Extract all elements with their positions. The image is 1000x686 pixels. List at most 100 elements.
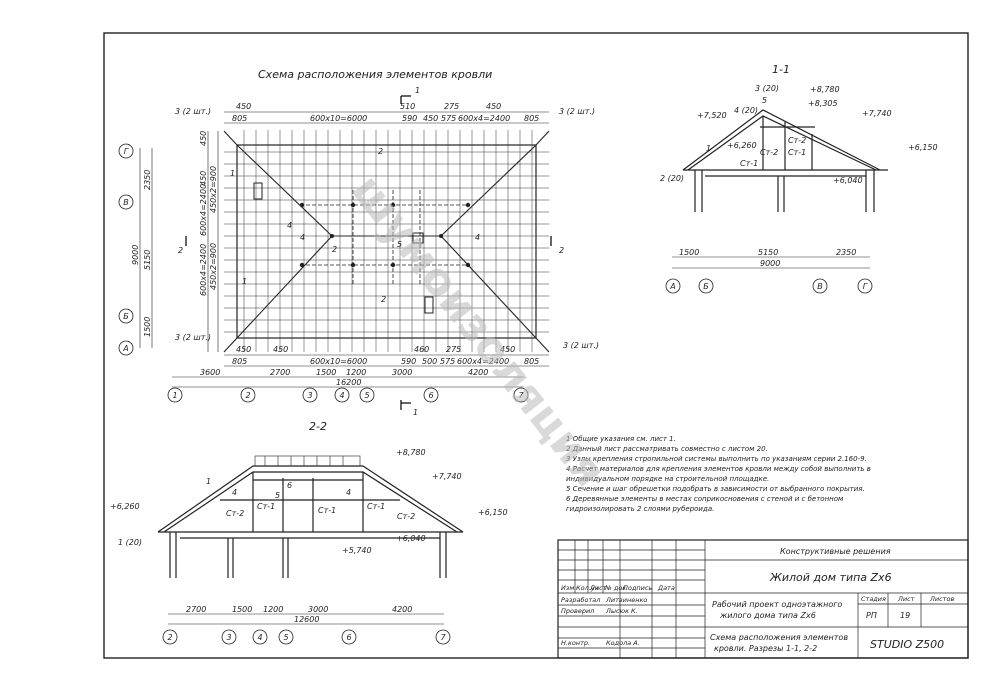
dim-total: 16200 [336, 378, 361, 387]
stamp-project: Рабочий проект одноэтажного [712, 600, 842, 609]
axis-bubble-label: Г [124, 147, 129, 156]
stage-value: 19 [900, 611, 910, 620]
note-line: индивидуальном порядке на строительной п… [566, 475, 769, 483]
axis-bubble-label: 7 [518, 391, 524, 400]
stamp-name: Литвиненко [605, 596, 647, 604]
dim-label: 575 [440, 357, 455, 366]
mark-label: 2 [332, 245, 337, 254]
stamp-header: № док [604, 584, 626, 592]
stamp-role: Разработал [561, 596, 600, 604]
axis-bubble-label: 2 [245, 391, 250, 400]
element-label: Ст-1 [740, 159, 758, 168]
element-label: Ст-1 [788, 148, 806, 157]
dim-total: 12600 [294, 615, 319, 624]
mark-label: 4 [287, 221, 292, 230]
element-label: Ст-2 [397, 512, 415, 521]
element-label: Ст-1 [257, 502, 275, 511]
watermark: шумоизоляция [341, 165, 615, 496]
dim-label: 275 [446, 345, 461, 354]
level-mark: +6,150 [478, 508, 508, 517]
note-line: 6 Деревянные элементы в местах соприкосн… [566, 495, 844, 503]
stage-header: Стадия [861, 595, 886, 603]
dim-label: 1500 [316, 368, 336, 377]
dim-label: 3000 [308, 605, 328, 614]
section-2-2: 2-2 +8,7 [110, 420, 508, 645]
note-line: гидроизолировать 2 слоями рубероида. [566, 505, 714, 513]
mark-label: 4 [300, 233, 305, 242]
dim-label: 450 [500, 345, 515, 354]
dim-label: 450 [199, 171, 208, 186]
axis-bubble-label: А [669, 282, 675, 291]
dim-label: 275 [444, 102, 459, 111]
dim-label: 805 [232, 357, 247, 366]
level-mark: +6,040 [833, 176, 863, 185]
axis-bubble-label: В [817, 282, 823, 291]
axis-bubble-label: 6 [346, 633, 351, 642]
note-line: 3 Узлы крепления стропильной системы вып… [566, 455, 867, 463]
element-label: Ст-1 [367, 502, 385, 511]
roof-plan: Схема расположения элементов кровли [118, 68, 599, 417]
stamp-role: Проверил [561, 607, 594, 615]
axis-bubble-label: 5 [283, 633, 288, 642]
level-mark: +7,520 [697, 111, 727, 120]
axis-bubble-label: 2 [167, 633, 172, 642]
dim-label: 9000 [131, 245, 140, 265]
dim-label: 805 [524, 357, 539, 366]
dim-label: 450 [423, 114, 438, 123]
level-mark: +7,740 [862, 109, 892, 118]
title-block: Изм. Кол.уч Лист № док Подпись Дата Разр… [557, 539, 969, 659]
axis-bubble-label: В [123, 198, 129, 207]
mark-label: 1 [242, 277, 247, 286]
dim-label: 450 [273, 345, 288, 354]
stamp-project: жилого дома типа Zх6 [719, 611, 816, 620]
dim-label: 450х2=900 [209, 166, 218, 213]
dim-label: 805 [232, 114, 247, 123]
level-mark: +7,740 [432, 472, 462, 481]
level-mark: +8,305 [808, 99, 838, 108]
stamp-name: Кодола А. [606, 639, 640, 647]
stamp-sheet-title: кровли. Разрезы 1-1, 2-2 [714, 644, 817, 653]
element-label: 6 [287, 481, 292, 490]
dim-label: 600х4=2400 [458, 114, 510, 123]
element-label: Ст-2 [788, 136, 806, 145]
section-cut-label: 1 [415, 86, 420, 95]
chimney [412, 232, 424, 244]
callout-label: 3 (2 шт.) [563, 341, 599, 350]
element-label: 1 (20) [118, 538, 142, 547]
dim-label: 600х4=2400 [457, 357, 509, 366]
general-notes: 1 Общие указания см. лист 1. 2 Данный ли… [566, 435, 871, 513]
callout-label: 3 (2 шт.) [559, 107, 595, 116]
dim-label: 600х10=6000 [310, 357, 367, 366]
stamp-header: Подпись [623, 584, 652, 592]
dim-label: 5150 [143, 250, 152, 270]
dim-label: 4200 [392, 605, 412, 614]
mark-label: 1 [230, 169, 235, 178]
level-mark: +5,740 [342, 546, 372, 555]
roof-window [424, 296, 434, 314]
axis-bubble-label: 4 [257, 633, 262, 642]
dim-label: 575 [441, 114, 456, 123]
dim-label: 1500 [679, 248, 699, 257]
dim-label: 450 [236, 102, 251, 111]
section-2-2-dims [168, 613, 444, 625]
rafter-grid [224, 130, 549, 352]
dim-label: 5150 [758, 248, 778, 257]
row-axes [118, 143, 134, 356]
dim-label: 4200 [468, 368, 488, 377]
mark-label: 4 [475, 233, 480, 242]
note-line: 4 Расчет материалов для крепления элемен… [566, 465, 871, 473]
section-1-1-dims [672, 256, 870, 269]
stage-header: Лист [897, 595, 915, 603]
dim-label: 460 [414, 345, 429, 354]
dim-total: 9000 [760, 259, 780, 268]
dim-label: 2700 [186, 605, 206, 614]
axis-bubble-label: 4 [339, 391, 344, 400]
dim-label: 3600 [200, 368, 220, 377]
stamp-header: Кол.уч [576, 584, 599, 592]
level-mark: +6,260 [110, 502, 140, 511]
mark-label: 5 [397, 240, 402, 249]
element-label: Ст-1 [318, 506, 336, 515]
mark-label: 2 [378, 147, 383, 156]
section-2-2-roof [157, 465, 464, 578]
